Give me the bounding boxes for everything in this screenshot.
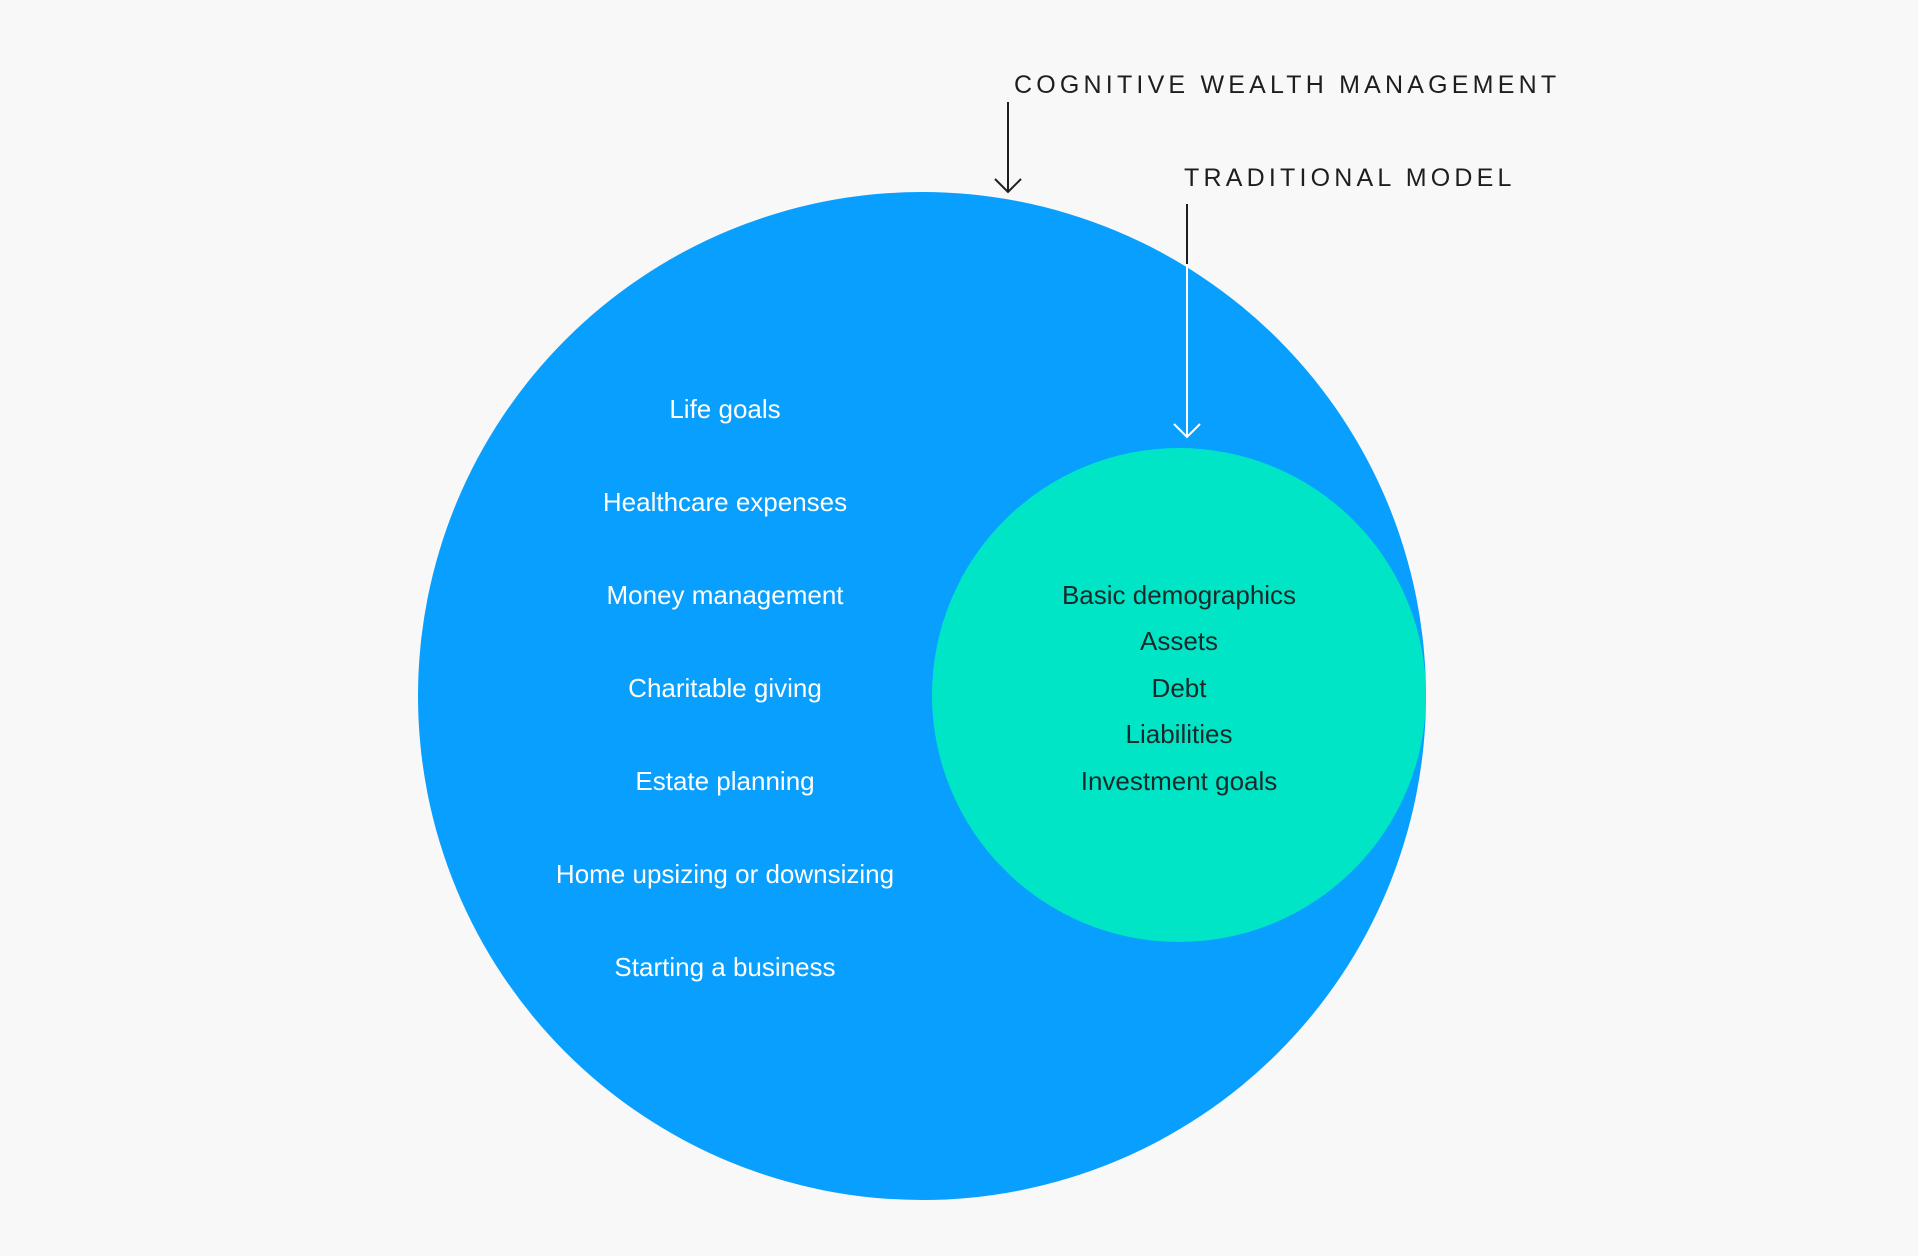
inner-item: Investment goals (1080, 766, 1278, 796)
label-cognitive-wealth-management: COGNITIVE WEALTH MANAGEMENT (1014, 71, 1561, 99)
inner-circle-traditional-model (932, 448, 1426, 942)
label-traditional-model: TRADITIONAL MODEL (1184, 164, 1516, 192)
outer-item: Money management (606, 580, 844, 610)
outer-item: Starting a business (614, 952, 836, 982)
inner-arrow-icon (1173, 204, 1201, 439)
inner-item: Basic demographics (1061, 580, 1297, 610)
outer-item: Charitable giving (628, 673, 822, 703)
outer-circle-cognitive-wealth-management (418, 192, 1426, 1200)
inner-item: Debt (1151, 673, 1207, 703)
outer-item: Healthcare expenses (602, 487, 848, 517)
inner-item: Liabilities (1125, 719, 1233, 749)
inner-item: Assets (1139, 626, 1219, 656)
outer-item: Estate planning (635, 766, 815, 796)
outer-item: Life goals (669, 394, 781, 424)
outer-item: Home upsizing or downsizing (555, 859, 895, 889)
outer-arrow-icon (994, 102, 1022, 194)
